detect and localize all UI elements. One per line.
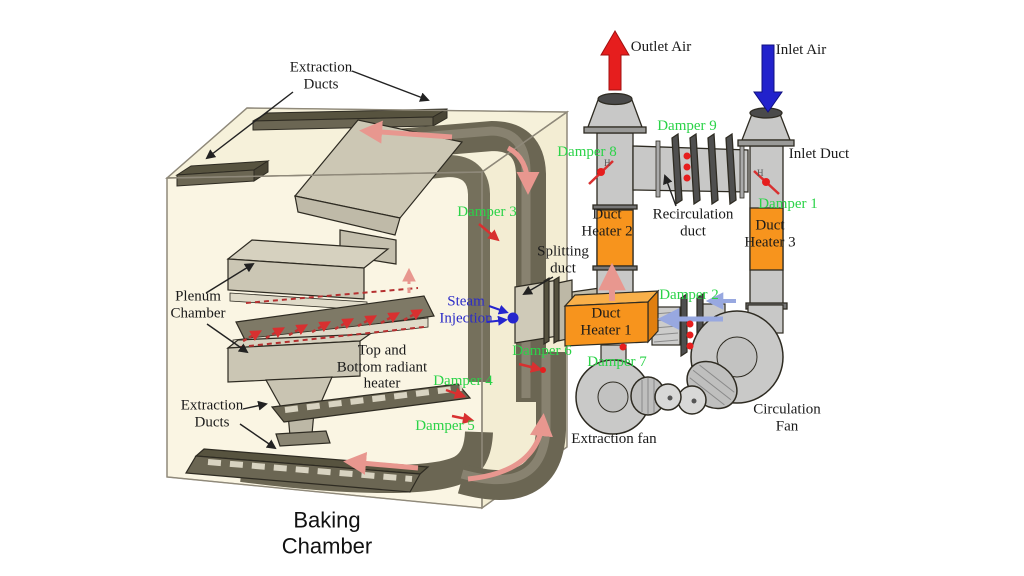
leader-lines xyxy=(205,70,677,450)
chamber-edges xyxy=(165,107,570,510)
extraction-fan-assembly xyxy=(575,344,682,435)
duct-heater-2-section xyxy=(596,209,634,267)
circulation-fan-assembly xyxy=(677,304,784,415)
duct-heater-3-section xyxy=(749,207,784,271)
svg-text:H: H xyxy=(757,168,764,178)
radiant-heater-elements xyxy=(239,267,425,348)
flow-arrows xyxy=(343,120,626,482)
outlet-air-arrow xyxy=(600,30,630,91)
inlet-air-arrow xyxy=(753,44,783,113)
damper-indicators: H H xyxy=(445,152,780,424)
recirculation-duct-body xyxy=(632,132,749,206)
bottom-extraction-ducts xyxy=(184,383,472,493)
inlet-duct-body xyxy=(737,107,795,310)
blue-flow-arrows xyxy=(486,292,736,331)
svg-text:H: H xyxy=(604,158,611,168)
recirculation-damper-fins xyxy=(671,132,737,206)
steam-injection-point xyxy=(507,312,519,324)
